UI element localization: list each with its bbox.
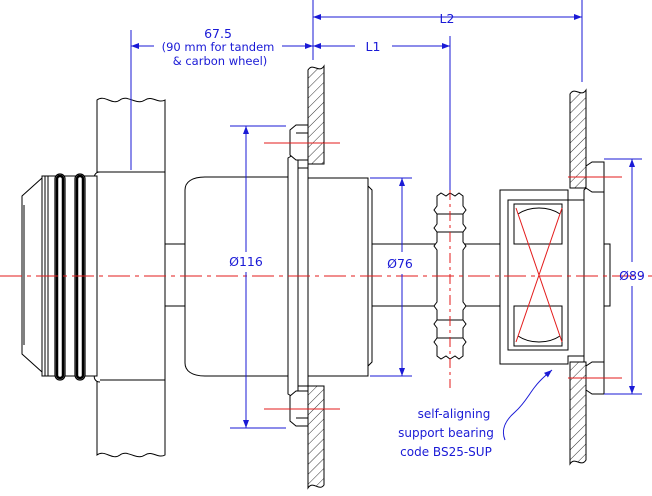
callout-line-1: self-aligning [418, 407, 491, 421]
dim-dia-89-label: Ø89 [619, 268, 645, 283]
o-ring-right [74, 173, 86, 381]
dim-dia-76 [370, 177, 412, 377]
callout-line-3: code BS25-SUP [400, 445, 492, 459]
dim-l2 [312, 0, 583, 82]
dim-67-5-note-2: & carbon wheel) [173, 54, 268, 68]
frame-plate-right [569, 88, 587, 466]
dim-67-5-label: 67.5 [204, 26, 232, 41]
dim-67-5-note-1: (90 mm for tandem [162, 40, 275, 54]
end-cap [21, 175, 98, 377]
frame-plate-left [307, 64, 325, 490]
dim-dia-116 [230, 125, 286, 429]
shaft-left [164, 243, 186, 307]
callout-leader [502, 369, 553, 441]
dim-l1 [313, 36, 451, 190]
dim-dia-116-label: Ø116 [229, 254, 263, 269]
dim-dia-89 [604, 158, 642, 395]
dim-dia-76-label: Ø76 [387, 256, 413, 271]
o-ring-left [54, 173, 66, 381]
tyre-block [93, 171, 166, 383]
bearing-cross [515, 207, 563, 343]
bearing-housing [499, 183, 605, 371]
dim-l2-label: L2 [440, 11, 455, 26]
dim-l1-label: L1 [366, 39, 381, 54]
callout-line-2: support bearing [398, 426, 494, 440]
